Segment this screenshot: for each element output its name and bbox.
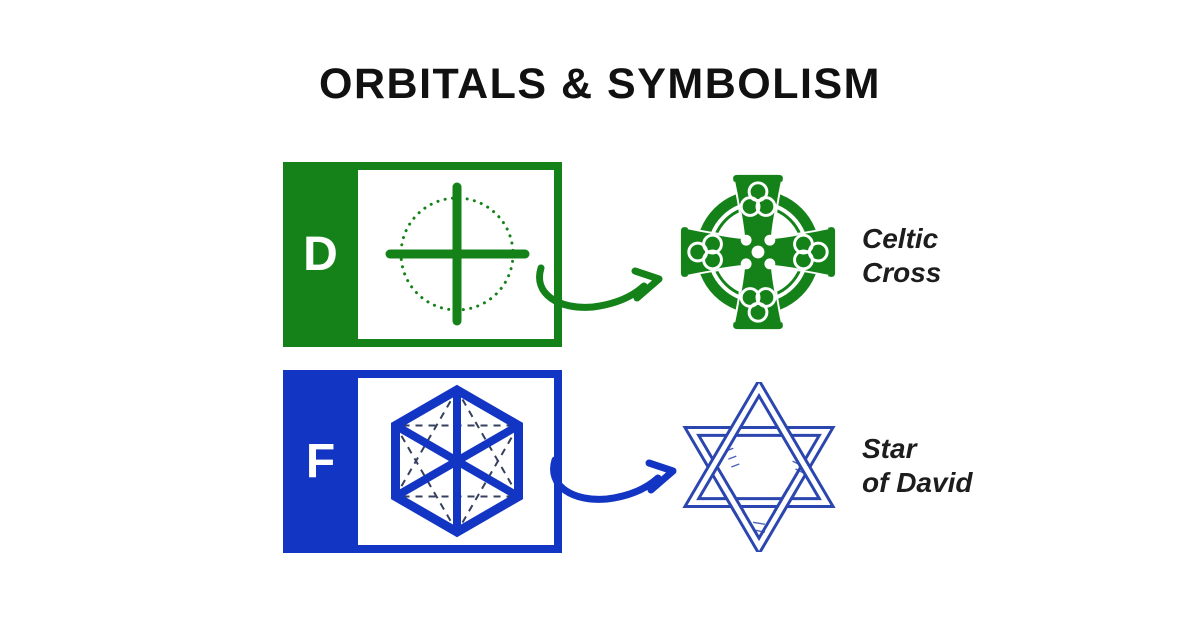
symbol-label-celtic-cross: Celtic Cross bbox=[862, 222, 941, 290]
symbol-label-line: Cross bbox=[862, 257, 942, 288]
curved-arrow-icon-blue bbox=[550, 456, 677, 503]
symbol-label-line: Star bbox=[862, 433, 917, 464]
orbital-diagram-panel-d bbox=[358, 170, 554, 339]
orbital-card-f: F bbox=[283, 370, 562, 553]
symbol-label-line: of David bbox=[862, 467, 973, 498]
orbital-diagram-panel-f bbox=[358, 378, 554, 545]
page-title: ORBITALS & SYMBOLISM bbox=[319, 60, 881, 108]
d-orbital-icon bbox=[385, 182, 530, 326]
symbol-label-line: Celtic bbox=[862, 223, 939, 254]
star-of-david-icon bbox=[682, 382, 836, 552]
orbital-card-d: D bbox=[283, 162, 562, 347]
f-orbital-icon bbox=[391, 384, 523, 538]
celtic-cross-icon bbox=[679, 173, 837, 331]
orbital-letter-d: D bbox=[303, 228, 338, 281]
orbital-letter-f: F bbox=[305, 435, 336, 488]
orbital-letter-tab-f: F bbox=[283, 370, 358, 553]
curved-arrow-icon-green bbox=[536, 264, 663, 311]
orbital-letter-tab-d: D bbox=[283, 162, 358, 347]
symbol-label-star-of-david: Star of David bbox=[862, 432, 972, 500]
